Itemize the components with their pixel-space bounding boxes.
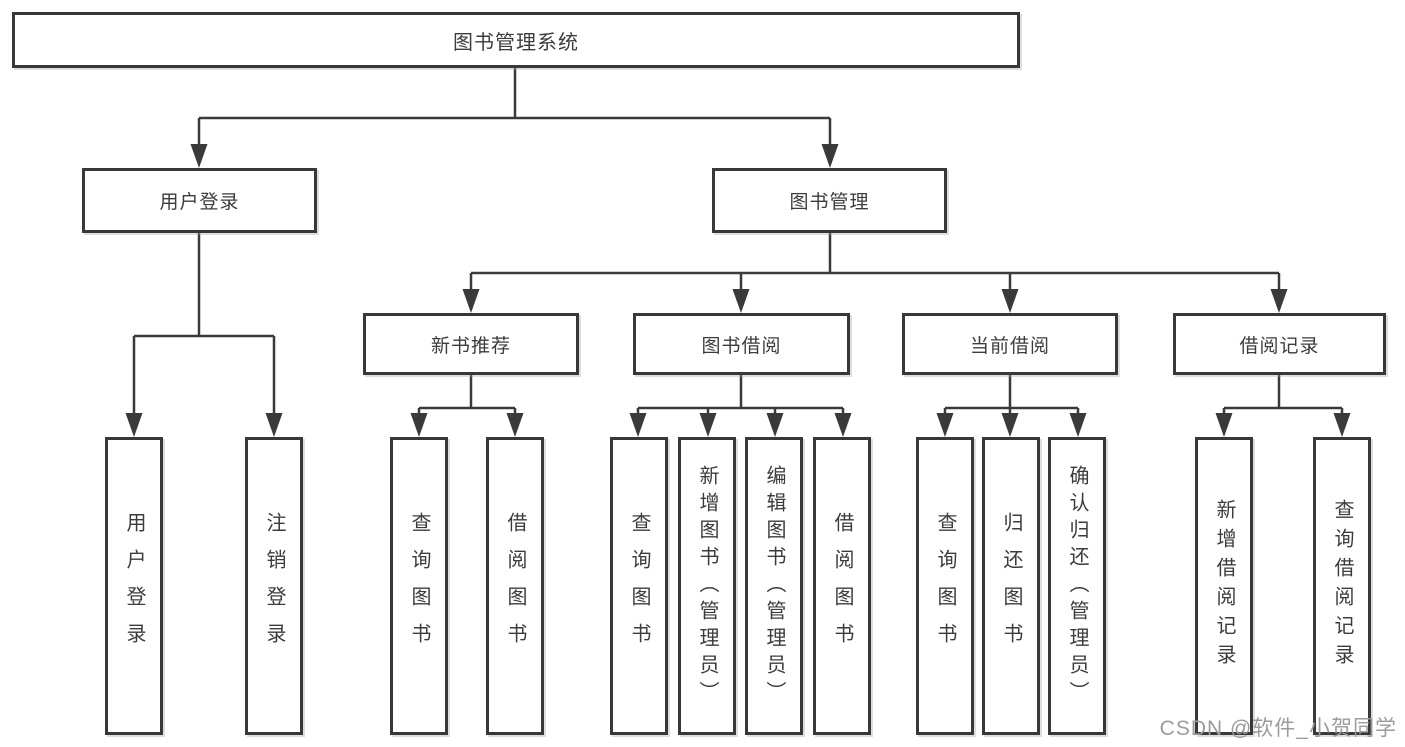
leaf-return-books: 归还图书 <box>982 437 1040 735</box>
node-user-login: 用户登录 <box>82 168 317 233</box>
node-book-management-label: 图书管理 <box>789 192 870 213</box>
leaf-borrow-books-borrowing: 借阅图书 <box>813 437 871 735</box>
connector-borrow-records-to-leaves <box>1222 375 1344 415</box>
connector-book-borrow-to-leaves <box>636 375 845 415</box>
leaf-logout: 注销登录 <box>245 437 303 735</box>
leaf-logout-label: 注销登录 <box>263 512 285 660</box>
node-current-borrowing: 当前借阅 <box>902 313 1118 375</box>
node-user-login-label: 用户登录 <box>159 192 240 213</box>
node-new-book-recommend-label: 新书推荐 <box>430 335 511 357</box>
leaf-borrow-books-borrowing-label: 借阅图书 <box>831 512 853 660</box>
leaf-confirm-return-admin-label: 确认归还（管理员） <box>1066 464 1088 708</box>
leaf-return-books-label: 归还图书 <box>1000 512 1022 660</box>
node-book-borrowing-label: 图书借阅 <box>701 335 782 357</box>
leaf-query-borrow-record-label: 查询借阅记录 <box>1331 499 1353 673</box>
node-book-management: 图书管理 <box>712 168 947 233</box>
leaf-edit-book-admin-label: 编辑图书（管理员） <box>763 464 785 708</box>
node-borrowing-records-label: 借阅记录 <box>1239 335 1320 357</box>
leaf-query-books-borrowing-label: 查询图书 <box>628 512 650 660</box>
connector-new-books-to-leaves <box>417 375 517 415</box>
node-new-book-recommend: 新书推荐 <box>363 313 579 375</box>
node-current-borrowing-label: 当前借阅 <box>969 335 1050 357</box>
leaf-add-book-admin-label: 新增图书（管理员） <box>696 464 718 708</box>
leaf-user-login: 用户登录 <box>105 437 163 735</box>
node-library-system: 图书管理系统 <box>12 12 1020 68</box>
leaf-add-borrow-record-label: 新增借阅记录 <box>1213 499 1235 673</box>
leaf-confirm-return-admin: 确认归还（管理员） <box>1048 437 1106 735</box>
leaf-query-books-current: 查询图书 <box>916 437 974 735</box>
node-borrowing-records: 借阅记录 <box>1173 313 1386 375</box>
leaf-query-books-current-label: 查询图书 <box>934 512 956 660</box>
leaf-query-books-borrowing: 查询图书 <box>610 437 668 735</box>
connector-root-to-level2 <box>197 68 832 146</box>
leaf-query-books-recommend-label: 查询图书 <box>408 512 430 660</box>
connector-book-mgmt-to-level3 <box>469 233 1281 291</box>
leaf-borrow-books-recommend-label: 借阅图书 <box>504 512 526 660</box>
leaf-add-book-admin: 新增图书（管理员） <box>678 437 736 735</box>
leaf-query-books-recommend: 查询图书 <box>390 437 448 735</box>
node-book-borrowing: 图书借阅 <box>633 313 850 375</box>
leaf-edit-book-admin: 编辑图书（管理员） <box>745 437 803 735</box>
connector-current-borrow-to-leaves <box>943 375 1080 415</box>
watermark: CSDN @软件_小贺同学 <box>1159 717 1397 740</box>
leaf-user-login-label: 用户登录 <box>123 512 145 660</box>
connector-user-login-to-leaves <box>132 233 276 415</box>
node-library-system-label: 图书管理系统 <box>453 31 579 54</box>
leaf-borrow-books-recommend: 借阅图书 <box>486 437 544 735</box>
leaf-add-borrow-record: 新增借阅记录 <box>1195 437 1253 735</box>
leaf-query-borrow-record: 查询借阅记录 <box>1313 437 1371 735</box>
